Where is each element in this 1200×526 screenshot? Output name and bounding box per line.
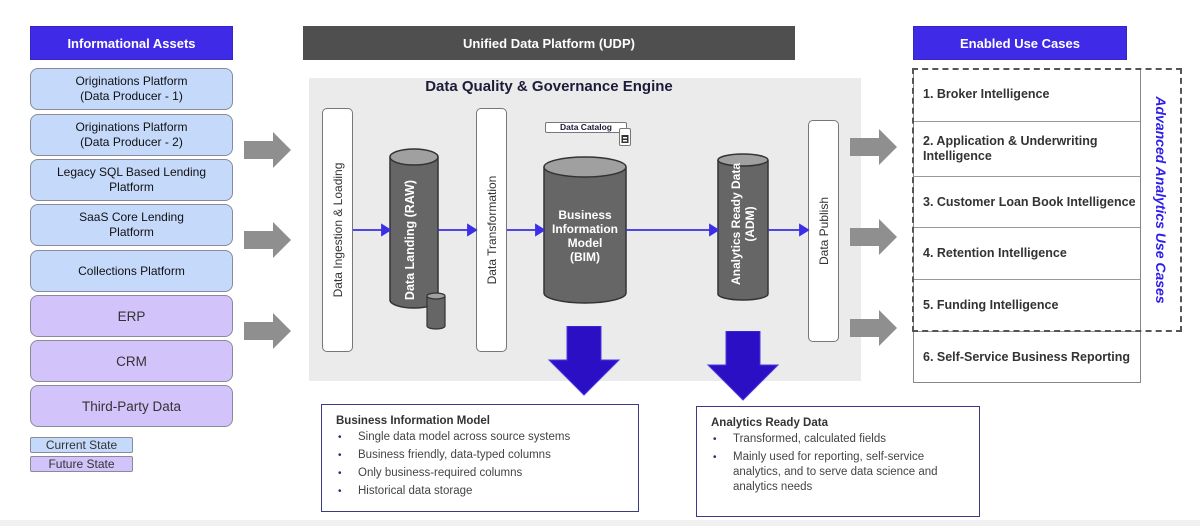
down-arrow-bim-icon bbox=[548, 326, 620, 396]
bim-cylinder-icon bbox=[543, 156, 627, 304]
asset-label: Originations Platform bbox=[75, 120, 188, 134]
enabled-use-cases-header: Enabled Use Cases bbox=[913, 26, 1127, 60]
gray-arrow-right-icon bbox=[850, 219, 897, 255]
catalog-document-icon bbox=[619, 128, 631, 146]
bim-info-bullet: Single data model across source systems bbox=[336, 430, 624, 445]
asset-sublabel: Platform bbox=[109, 180, 154, 194]
use-case-item: 2. Application & Underwriting Intelligen… bbox=[914, 121, 1140, 176]
asset-sublabel: (Data Producer - 2) bbox=[80, 135, 183, 149]
flow-arrowhead bbox=[799, 223, 810, 237]
gray-arrow-right-icon bbox=[850, 129, 897, 165]
asset-originations-1: Originations Platform(Data Producer - 1) bbox=[30, 68, 233, 110]
asset-originations-2: Originations Platform(Data Producer - 2) bbox=[30, 114, 233, 156]
adm-label: Analytics Ready Data (ADM) bbox=[729, 163, 757, 285]
gray-arrow-right-icon bbox=[244, 132, 291, 168]
use-case-list: 1. Broker Intelligence 2. Application & … bbox=[913, 68, 1141, 383]
asset-collections: Collections Platform bbox=[30, 250, 233, 292]
adm-cylinder-icon bbox=[717, 153, 769, 301]
asset-sublabel: Platform bbox=[109, 225, 154, 239]
bim-info-bullet: Business friendly, data-typed columns bbox=[336, 448, 624, 463]
use-case-item: 1. Broker Intelligence bbox=[923, 87, 1050, 101]
advanced-analytics-group bbox=[912, 68, 1182, 332]
asset-label: Third-Party Data bbox=[81, 398, 182, 414]
bim-info-bullet: Only business-required columns bbox=[336, 466, 624, 481]
bottom-strip bbox=[0, 520, 1200, 526]
bim-label-line: Model bbox=[567, 236, 603, 250]
stage-publish: Data Publish bbox=[808, 120, 839, 342]
asset-label: Collections Platform bbox=[78, 263, 185, 278]
adm-label-line: (ADM) bbox=[743, 206, 757, 242]
bim-label-line: (BIM) bbox=[570, 250, 600, 264]
small-cylinder-icon bbox=[426, 292, 446, 330]
asset-third-party: Third-Party Data bbox=[30, 385, 233, 427]
adm-label-line: Analytics Ready Data bbox=[729, 162, 743, 286]
raw-cylinder-icon bbox=[389, 148, 439, 309]
pipeline-graphics bbox=[353, 148, 810, 330]
flow-arrowhead bbox=[381, 223, 392, 237]
adm-info-bullet: Transformed, calculated fields bbox=[711, 432, 965, 447]
asset-sublabel: (Data Producer - 1) bbox=[80, 89, 183, 103]
udp-header: Unified Data Platform (UDP) bbox=[303, 26, 795, 60]
bim-info-box: Business Information Model Single data m… bbox=[321, 404, 639, 512]
flow-arrowhead bbox=[709, 223, 720, 237]
flow-arrowhead bbox=[467, 223, 478, 237]
asset-label: ERP bbox=[117, 308, 146, 324]
adm-info-box: Analytics Ready Data Transformed, calcul… bbox=[696, 406, 980, 517]
down-arrow-adm-icon bbox=[707, 331, 779, 401]
bim-label-line: Information bbox=[552, 222, 618, 236]
use-case-item: 6. Self-Service Business Reporting bbox=[914, 331, 1140, 382]
use-case-item: 5. Funding Intelligence bbox=[914, 279, 1140, 331]
legend-current-state: Current State bbox=[30, 437, 133, 453]
flow-arrowhead bbox=[535, 223, 546, 237]
gray-arrow-right-icon bbox=[244, 222, 291, 258]
bim-label-line: Business bbox=[558, 208, 612, 222]
use-case-item: 3. Customer Loan Book Intelligence bbox=[914, 176, 1140, 227]
asset-label: CRM bbox=[116, 353, 147, 369]
stage-transformation: Data Transformation bbox=[476, 108, 507, 352]
asset-erp: ERP bbox=[30, 295, 233, 337]
adm-info-title: Analytics Ready Data bbox=[711, 417, 828, 429]
adm-info-bullet: Mainly used for reporting, self-service … bbox=[711, 450, 951, 495]
engine-title: Data Quality & Governance Engine bbox=[425, 78, 673, 95]
stage-ingestion: Data Ingestion & Loading bbox=[322, 108, 353, 352]
gray-arrow-right-icon bbox=[850, 310, 897, 346]
advanced-analytics-label: Advanced Analytics Use Cases bbox=[1153, 96, 1169, 304]
bim-label: Business Information Model (BIM) bbox=[544, 208, 626, 264]
bim-info-bullet: Historical data storage bbox=[336, 484, 624, 499]
legend-future-state: Future State bbox=[30, 456, 133, 472]
asset-label: Originations Platform bbox=[75, 74, 188, 88]
raw-label: Data Landing (RAW) bbox=[403, 179, 417, 301]
asset-label: SaaS Core Lending bbox=[79, 210, 184, 224]
gray-arrow-right-icon bbox=[244, 313, 291, 349]
informational-assets-header: Informational Assets bbox=[30, 26, 233, 60]
use-case-item: 4. Retention Intelligence bbox=[914, 227, 1140, 279]
data-catalog-tag: Data Catalog bbox=[545, 122, 627, 133]
asset-crm: CRM bbox=[30, 340, 233, 382]
asset-label: Legacy SQL Based Lending bbox=[57, 165, 206, 179]
bim-info-title: Business Information Model bbox=[336, 415, 490, 427]
